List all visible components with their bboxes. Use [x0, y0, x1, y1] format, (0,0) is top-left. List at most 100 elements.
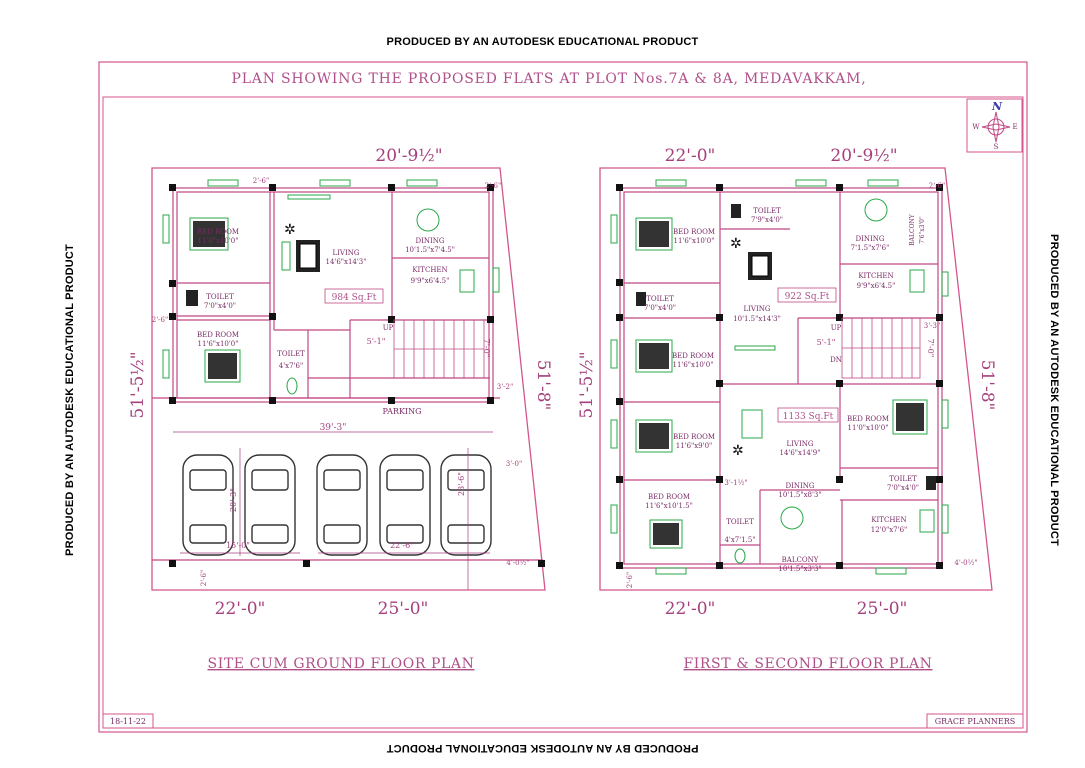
upper-dim-setback-d: 4'-0½"	[954, 559, 977, 567]
upper-dim-setback-e: 2'-6"	[626, 572, 634, 588]
upper-bed3-label: BED ROOM	[673, 433, 715, 441]
ground-dim-stair-w: 5'-1"	[367, 337, 386, 346]
upper-plan-caption: FIRST & SECOND FLOOR PLAN	[683, 656, 932, 672]
ground-windows	[162, 179, 500, 379]
upper-balcony2-size: 10'1.5"x3'3"	[778, 565, 821, 573]
upper-living2-size: 14'6"x14'9"	[780, 449, 821, 457]
upper-toilet2-label: TOILET	[646, 295, 674, 303]
upper-balcony1-label: BALCONY	[909, 213, 916, 245]
upper-fan2-icon: ✲	[732, 442, 744, 458]
upper-dining1-label: DINING	[856, 235, 885, 243]
ground-dining-size: 10'1.5"x7'4.5"	[405, 246, 455, 254]
upper-bed1-size: 11'6"x10'0"	[674, 237, 715, 245]
ground-parking-label: PARKING	[383, 407, 422, 416]
ground-sofa-icon	[281, 241, 291, 271]
ground-toilet1-label: TOILET	[206, 293, 234, 301]
upper-living1-size: 10'1.5"x14'3"	[733, 315, 781, 323]
upper-dim-stair-w: 5'-1"	[817, 338, 836, 347]
upper-living1-label: LIVING	[744, 305, 771, 313]
upper-bed5-size: 11'6"x10'1.5"	[645, 502, 693, 510]
ground-dim-left: 51'-5½"	[128, 351, 148, 418]
upper-dining2-label: DINING	[786, 482, 815, 490]
upper-kitchen2-label: KITCHEN	[871, 516, 906, 524]
upper-sofa-icon	[741, 409, 763, 439]
sheet-date: 18-11-22	[110, 717, 146, 726]
upper-balcony1-size: 7'6"x3'0"	[919, 216, 926, 244]
watermark-top: PRODUCED BY AN AUTODESK EDUCATIONAL PROD…	[386, 36, 699, 48]
upper-bed1-icon	[639, 221, 669, 247]
ground-staircase	[393, 319, 485, 379]
upper-kitchen2-sink-icon	[919, 509, 935, 533]
upper-toilet3-label: TOILET	[889, 475, 917, 483]
sheet-title: PLAN SHOWING THE PROPOSED FLATS AT PLOT …	[231, 71, 866, 87]
ground-bed1-icon	[193, 221, 225, 247]
upper-area1: 922 Sq.Ft	[785, 292, 830, 302]
upper-dim-setback-b: 3'-3"	[924, 322, 940, 330]
ground-dim-setback-e: 3'-0"	[506, 460, 522, 468]
upper-dining2-table-icon	[780, 506, 804, 530]
ground-dim-park-h2: 23'-6"	[457, 472, 466, 496]
ground-cars	[182, 454, 492, 556]
upper-dining2-size: 10'1.5"x8'3"	[778, 491, 821, 499]
upper-kitchen1-sink-icon	[909, 269, 925, 293]
ground-dim-setback-a: 2'-6"	[253, 177, 269, 185]
upper-area2-box	[777, 407, 839, 423]
upper-dim-bottom-right: 25'-0"	[857, 599, 908, 619]
upper-dining1-table-icon	[864, 198, 888, 222]
ground-dim-setback-b: 2'-6"	[485, 182, 501, 190]
ground-wc-icon	[286, 377, 298, 395]
upper-balcony2-label: BALCONY	[782, 556, 819, 564]
ground-area-box	[324, 288, 384, 304]
compass-w: W	[972, 123, 980, 131]
ground-dim-right: 51'-8"	[533, 360, 553, 411]
ground-dim-width: 39'-3"	[320, 423, 347, 433]
ground-dim-setback-d: 3'-2"	[497, 383, 513, 391]
ground-furniture: ✲	[186, 208, 475, 395]
ground-dimension-lines	[173, 431, 493, 590]
upper-furniture: ✲ ✲	[635, 198, 936, 564]
upper-dim-top-left: 22'-0"	[665, 146, 716, 166]
ground-bed1-size: 11'6"x10'0"	[198, 237, 239, 245]
sheet-outer-border	[98, 61, 1028, 733]
ground-toilet2-size: 4'x7'6"	[279, 362, 303, 370]
upper-stair-dn: DN	[830, 356, 842, 364]
ground-kitchen-label: KITCHEN	[412, 266, 447, 274]
compass: N S E W	[966, 98, 1023, 153]
upper-bed3-icon	[639, 423, 669, 449]
upper-kitchen1-size: 9'9"x6'4.5"	[857, 282, 896, 290]
upper-fan1-icon: ✲	[730, 235, 742, 251]
upper-toilet1-size: 7'9"x4'0"	[751, 216, 783, 224]
ground-area: 984 Sq.Ft	[332, 293, 377, 303]
upper-bed5-label: BED ROOM	[648, 493, 690, 501]
upper-bed3-size: 11'6"x9'0"	[676, 442, 713, 450]
upper-dim-bottom-left: 22'-0"	[665, 599, 716, 619]
ground-kitchen-size: 9'9"x6'4.5"	[411, 277, 450, 285]
car-icon	[244, 454, 296, 556]
upper-windows	[610, 179, 949, 575]
upper-walls	[619, 187, 943, 569]
ground-dim-bottom-left: 22'-0"	[215, 599, 266, 619]
ground-dim-park-b: 22'-6"	[390, 541, 414, 550]
upper-bed4-label: BED ROOM	[847, 415, 889, 423]
sheet-inner-border	[102, 96, 1024, 729]
upper-dim-right: 51'-8"	[977, 360, 997, 411]
car-icon	[379, 454, 431, 556]
upper-wc-icon	[734, 548, 746, 564]
ground-bed2-label: BED ROOM	[197, 331, 239, 339]
upper-kitchen2-size: 12'0"x7'6"	[871, 526, 908, 534]
ground-stair-up: UP	[383, 324, 394, 332]
firm-box	[926, 713, 1024, 729]
upper-dim-stair-h: 7'-0"	[926, 339, 935, 358]
ground-floor-plan: ✲ 20'-9½" 51'-5½" 51'-8" 22'-0" 25'-0" 3…	[128, 146, 553, 672]
car-icon	[316, 454, 368, 556]
ground-dim-bottom-right: 25'-0"	[378, 599, 429, 619]
upper-dim-top-right: 20'-9½"	[830, 146, 897, 166]
ground-dim-setback-f: 4'-0½"	[506, 559, 529, 567]
ground-dining-table-icon	[416, 208, 440, 232]
ground-dim-park-h1: 20'-3"	[229, 488, 238, 512]
ground-site-boundary	[151, 167, 546, 591]
ground-dim-park-a: 15'-0"	[226, 541, 250, 550]
ground-dining-label: DINING	[416, 237, 445, 245]
upper-toilet1-fixture-icon	[731, 204, 741, 218]
